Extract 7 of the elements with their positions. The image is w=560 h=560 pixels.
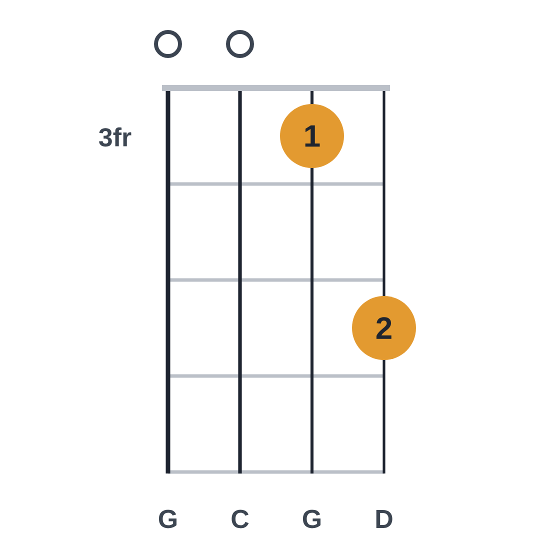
string-label: G <box>158 510 176 528</box>
string-label: D <box>376 510 392 528</box>
string-label: C <box>232 510 249 528</box>
open-string-ring <box>154 30 182 58</box>
fret-label: 3fr <box>98 127 132 147</box>
string-label: G <box>302 510 320 528</box>
open-string-ring <box>226 30 254 58</box>
